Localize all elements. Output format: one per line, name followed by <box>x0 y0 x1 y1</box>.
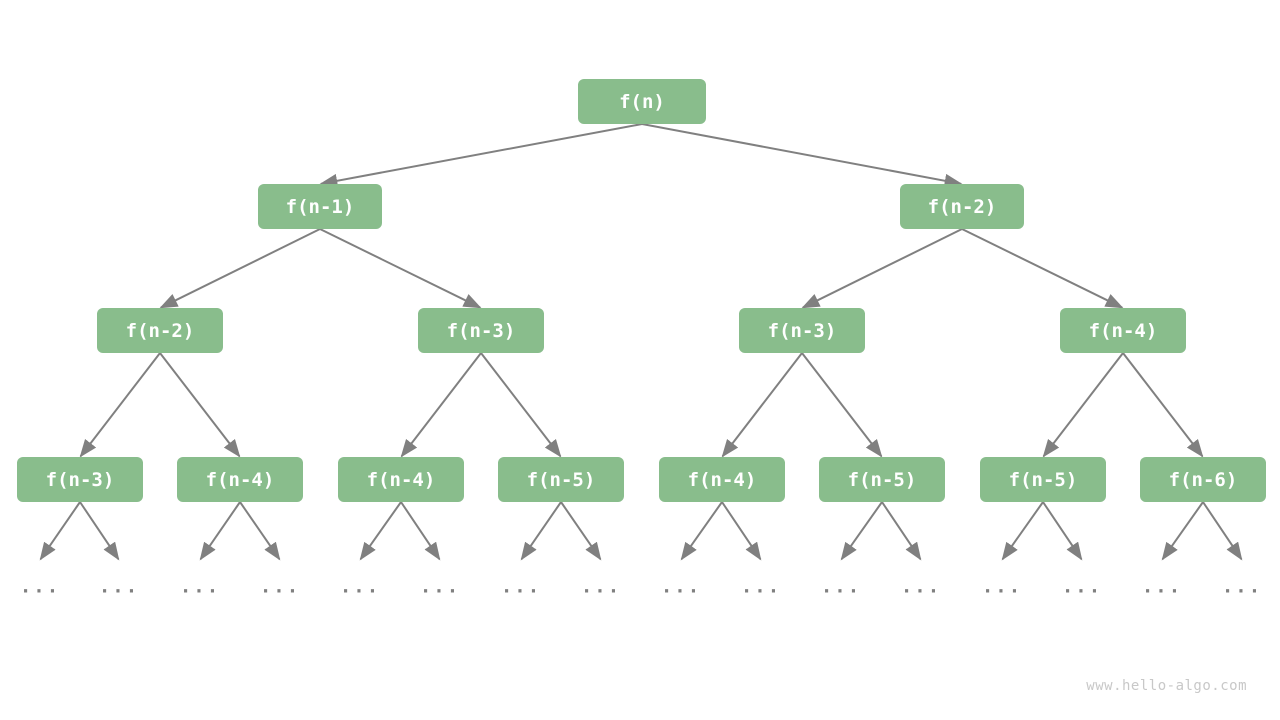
tree-edge-leaf <box>199 501 241 561</box>
ellipsis-label: ... <box>821 576 861 598</box>
tree-edge <box>1042 352 1124 458</box>
tree-node: f(n-6) <box>1140 457 1266 502</box>
tree-edge-leaf <box>400 501 441 561</box>
node-box <box>97 308 223 353</box>
ellipsis-label: ... <box>901 576 941 598</box>
tree-node: f(n-2) <box>97 308 223 353</box>
tree-node: f(n-4) <box>659 457 785 502</box>
tree-edge <box>801 228 963 309</box>
watermark: www.hello-algo.com <box>1086 678 1247 694</box>
node-label: f(n-2) <box>928 196 997 218</box>
node-box <box>258 184 382 229</box>
tree-node: f(n-5) <box>819 457 945 502</box>
ellipsis-label: ... <box>260 576 300 598</box>
node-label: f(n-1) <box>286 196 355 218</box>
node-label: f(n-3) <box>768 320 837 342</box>
tree-node: f(n-5) <box>498 457 624 502</box>
tree-node: f(n-2) <box>900 184 1024 229</box>
ellipsis-label: ... <box>340 576 380 598</box>
tree-edge-leaf <box>721 501 762 561</box>
node-box <box>177 457 303 502</box>
ellipsis-label: ... <box>420 576 460 598</box>
tree-node: f(n-4) <box>1060 308 1186 353</box>
node-box <box>338 457 464 502</box>
node-box <box>739 308 865 353</box>
tree-edge <box>319 228 482 309</box>
tree-edge-leaf <box>680 501 723 561</box>
node-box <box>900 184 1024 229</box>
node-label: f(n-2) <box>126 320 195 342</box>
tree-edge <box>721 352 803 458</box>
tree-edge <box>801 352 883 458</box>
tree-edge-leaf <box>560 501 602 561</box>
node-label: f(n-4) <box>688 469 757 491</box>
node-box <box>659 457 785 502</box>
tree-edge-leaf <box>1001 501 1044 561</box>
tree-edge-leaf <box>239 501 281 561</box>
ellipsis-label: ... <box>99 576 139 598</box>
tree-edge-leaf <box>359 501 402 561</box>
tree-edge <box>961 228 1124 309</box>
tree-edge-leaf <box>1042 501 1083 561</box>
ellipsis-label: ... <box>741 576 781 598</box>
tree-node: f(n) <box>578 79 706 124</box>
node-label: f(n) <box>619 91 665 113</box>
tree-edge-leaf <box>39 501 81 561</box>
tree-edge <box>319 123 643 188</box>
node-label: f(n-4) <box>1089 320 1158 342</box>
tree-edge-leaf <box>1202 501 1243 561</box>
ellipsis-label: ... <box>20 576 60 598</box>
tree-edge-leaf <box>520 501 562 561</box>
node-label: f(n-5) <box>527 469 596 491</box>
node-label: f(n-4) <box>206 469 275 491</box>
node-label: f(n-5) <box>1009 469 1078 491</box>
tree-node: f(n-4) <box>177 457 303 502</box>
nodes-layer: f(n) f(n-1) f(n-2) f(n-2) f(n-3) f(n-3) f(n-4)… <box>17 79 1266 502</box>
ellipsis-label: ... <box>982 576 1022 598</box>
node-label: f(n-3) <box>46 469 115 491</box>
tree-node: f(n-5) <box>980 457 1106 502</box>
ellipsis-label: ... <box>581 576 621 598</box>
tree-edge <box>159 228 321 309</box>
ellipsis-label: ... <box>1222 576 1262 598</box>
node-box <box>418 308 544 353</box>
tree-edge <box>79 352 161 458</box>
node-label: f(n-4) <box>367 469 436 491</box>
node-box <box>980 457 1106 502</box>
tree-edge <box>159 352 241 458</box>
tree-node: f(n-3) <box>418 308 544 353</box>
node-box <box>819 457 945 502</box>
tree-node: f(n-4) <box>338 457 464 502</box>
tree-edge-leaf <box>1161 501 1204 561</box>
ellipsis-label: ... <box>180 576 220 598</box>
node-label: f(n-5) <box>848 469 917 491</box>
node-box <box>1060 308 1186 353</box>
tree-edge <box>480 352 562 458</box>
leaves-layer: ........................................… <box>20 576 1262 598</box>
ellipsis-label: ... <box>1142 576 1182 598</box>
edges-layer <box>79 123 1204 458</box>
node-label: f(n-3) <box>447 320 516 342</box>
ellipsis-label: ... <box>501 576 541 598</box>
node-box <box>1140 457 1266 502</box>
tree-edge <box>400 352 482 458</box>
tree-edge-leaf <box>881 501 922 561</box>
tree-edge-leaf <box>840 501 883 561</box>
tree-edge <box>641 123 963 188</box>
tree-node: f(n-3) <box>739 308 865 353</box>
node-label: f(n-6) <box>1169 469 1238 491</box>
tree-edge <box>1122 352 1204 458</box>
ellipsis-label: ... <box>661 576 701 598</box>
node-box <box>578 79 706 124</box>
tree-node: f(n-1) <box>258 184 382 229</box>
tree-node: f(n-3) <box>17 457 143 502</box>
leaf-edges-layer <box>39 501 1243 561</box>
node-box <box>498 457 624 502</box>
ellipsis-label: ... <box>1062 576 1102 598</box>
tree-edge-leaf <box>79 501 120 561</box>
node-box <box>17 457 143 502</box>
